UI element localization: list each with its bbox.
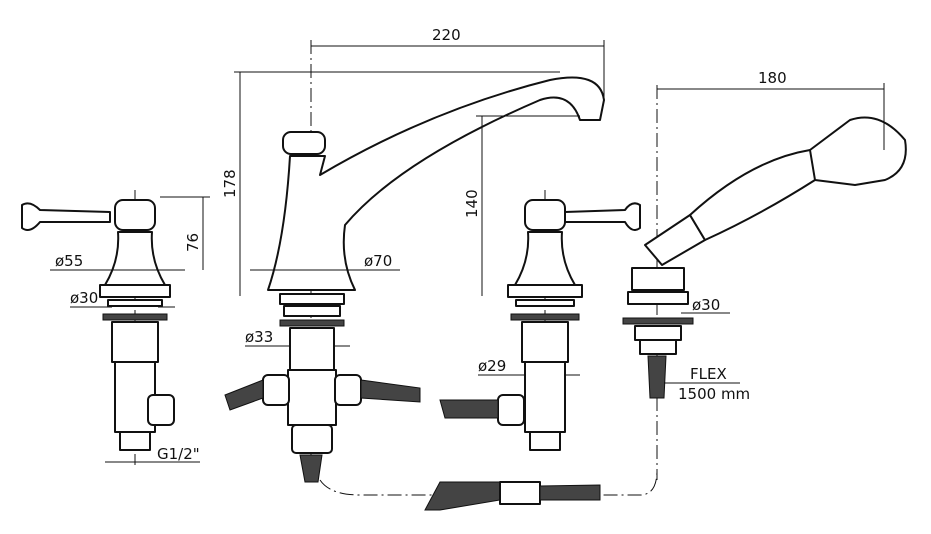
handshower	[424, 116, 907, 511]
dim-o55: ø55	[55, 252, 83, 270]
dim-o29: ø29	[478, 357, 506, 375]
dim-140: 140	[463, 189, 481, 218]
dim-180: 180	[758, 69, 787, 87]
hose-label: FLEX	[690, 365, 727, 383]
dim-76: 76	[184, 233, 202, 252]
dim-o30-right: ø30	[692, 296, 720, 314]
right-valve	[439, 199, 641, 451]
dimension-lines	[50, 40, 885, 463]
thread-label: G1/2"	[157, 445, 200, 463]
dim-o70: ø70	[364, 252, 392, 270]
spout	[224, 76, 605, 483]
dim-178: 178	[221, 169, 239, 198]
left-valve	[21, 199, 175, 451]
dim-220: 220	[432, 26, 461, 44]
hose-length: 1500 mm	[678, 385, 750, 403]
dim-o30-left: ø30	[70, 289, 98, 307]
dim-o33: ø33	[245, 328, 273, 346]
